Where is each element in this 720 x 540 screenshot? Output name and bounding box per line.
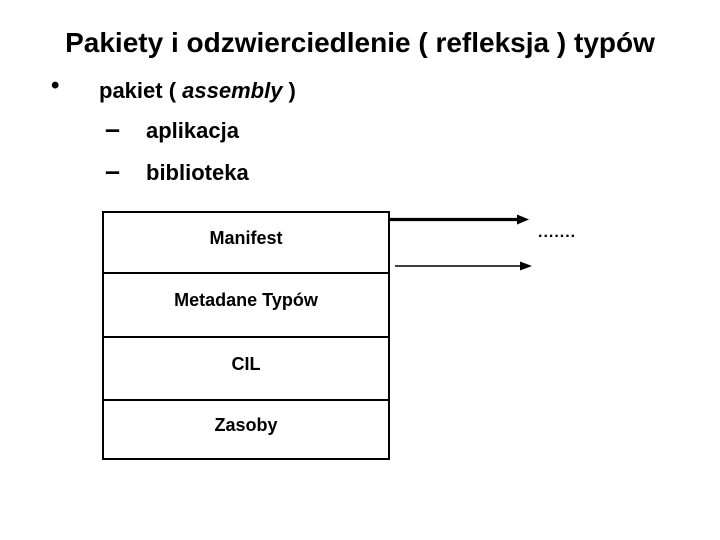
- manifest-arrow-thick-icon: [389, 214, 529, 225]
- ellipsis-text: .......: [538, 224, 577, 241]
- dash-marker: –: [105, 114, 121, 144]
- bullet-text-prefix: pakiet (: [99, 78, 183, 103]
- manifest-arrow-thin-icon: [395, 261, 532, 271]
- assembly-box: Manifest Metadane Typów CIL Zasoby: [102, 211, 390, 460]
- assembly-box-section-metadane-typow: Metadane Typów: [104, 274, 388, 338]
- sub-item-aplikacja: aplikacja: [146, 118, 239, 143]
- bullet-text-suffix: ): [282, 78, 296, 103]
- slide-title: Pakiety i odzwierciedlenie ( refleksja )…: [65, 27, 655, 58]
- bullet-marker: •: [51, 72, 60, 99]
- assembly-box-section-zasoby: Zasoby: [214, 414, 278, 435]
- bullet-item-pakiet: pakiet ( assembly ): [99, 78, 296, 104]
- bullet-text-assembly: assembly: [182, 78, 283, 103]
- manifest-arrows: [389, 214, 532, 271]
- assembly-box-section-cil: CIL: [104, 338, 388, 401]
- dash-marker: –: [105, 156, 121, 186]
- assembly-box-section-manifest: Manifest: [104, 213, 388, 274]
- sub-item-biblioteka: biblioteka: [146, 160, 249, 185]
